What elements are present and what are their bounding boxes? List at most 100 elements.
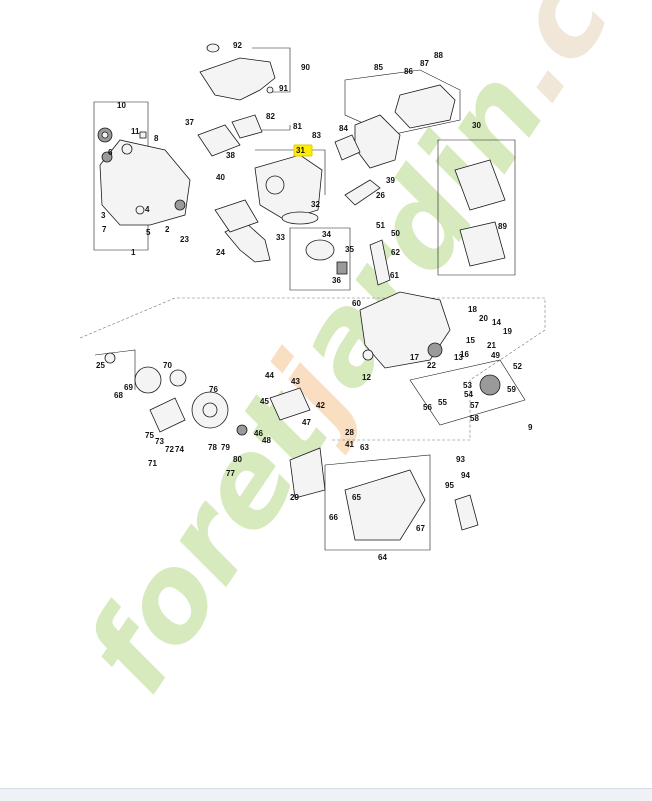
callout-65: 65	[352, 493, 361, 502]
callout-18: 18	[468, 305, 477, 314]
callout-95: 95	[445, 481, 454, 490]
piston	[305, 239, 335, 261]
top-cover-group	[199, 43, 291, 101]
callout-72: 72	[165, 445, 174, 454]
callout-86: 86	[404, 67, 413, 76]
callout-22: 22	[427, 361, 436, 370]
callout-87: 87	[420, 59, 429, 68]
callout-8: 8	[154, 134, 159, 143]
callout-3: 3	[101, 211, 106, 220]
callout-47: 47	[302, 418, 311, 427]
callout-71: 71	[148, 459, 157, 468]
callout-45: 45	[260, 397, 269, 406]
callout-23: 23	[180, 235, 189, 244]
muffler-cover	[394, 84, 456, 129]
top-cover	[199, 57, 276, 101]
callout-83: 83	[312, 131, 321, 140]
chain-tensioner	[344, 179, 381, 206]
callout-5: 5	[146, 228, 151, 237]
callout-25: 25	[96, 361, 105, 370]
callout-82: 82	[266, 112, 275, 121]
callout-9: 9	[528, 423, 533, 432]
callout-34: 34	[322, 230, 331, 239]
brake-band	[269, 387, 311, 421]
callout-12: 12	[362, 373, 371, 382]
callout-20: 20	[479, 314, 488, 323]
callout-14: 14	[492, 318, 501, 327]
cylinder	[254, 154, 323, 221]
callout-24: 24	[216, 248, 225, 257]
callout-85: 85	[374, 63, 383, 72]
section-dashed-outline	[79, 297, 546, 441]
callout-33: 33	[276, 233, 285, 242]
callout-42: 42	[316, 401, 325, 410]
callout-57: 57	[470, 401, 479, 410]
callout-26: 26	[376, 191, 385, 200]
callout-54: 54	[464, 390, 473, 399]
callout-7: 7	[102, 225, 107, 234]
callout-91: 91	[279, 84, 288, 93]
callout-68: 68	[114, 391, 123, 400]
callout-56: 56	[423, 403, 432, 412]
callout-4: 4	[145, 205, 150, 214]
bottom-strip	[0, 788, 652, 801]
callout-40: 40	[216, 173, 225, 182]
gasket-37	[197, 124, 241, 157]
callout-15: 15	[466, 336, 475, 345]
muffler-gasket-group	[437, 139, 516, 276]
callout-76: 76	[209, 385, 218, 394]
engine-housing-group	[359, 291, 451, 369]
callout-62: 62	[391, 248, 400, 257]
callout-94: 94	[461, 471, 470, 480]
callout-93: 93	[456, 455, 465, 464]
callout-78: 78	[208, 443, 217, 452]
sprocket-cover	[344, 469, 426, 541]
callout-70: 70	[163, 361, 172, 370]
callout-79: 79	[221, 443, 230, 452]
callout-44: 44	[265, 371, 274, 380]
callout-38: 38	[226, 151, 235, 160]
callout-11: 11	[131, 127, 140, 136]
chain-catcher	[454, 494, 479, 531]
clutch-drum	[134, 366, 162, 394]
callout-69: 69	[124, 383, 133, 392]
rear-handle	[369, 239, 391, 286]
callout-53: 53	[463, 381, 472, 390]
muffler	[354, 114, 401, 169]
callout-30: 30	[472, 121, 481, 130]
callout-13: 13	[454, 353, 463, 362]
callout-90: 90	[301, 63, 310, 72]
callout-75: 75	[145, 431, 154, 440]
callout-36: 36	[332, 276, 341, 285]
callout-2: 2	[165, 225, 170, 234]
callout-50: 50	[391, 229, 400, 238]
callout-67: 67	[416, 524, 425, 533]
callout-10: 10	[117, 101, 126, 110]
callout-66: 66	[329, 513, 338, 522]
callout-16: 16	[460, 350, 469, 359]
piston-group	[289, 227, 351, 291]
callout-88: 88	[434, 51, 443, 60]
callout-77: 77	[226, 469, 235, 478]
muffler-group	[334, 69, 461, 169]
gasket-89	[459, 221, 506, 267]
callout-43: 43	[291, 377, 300, 386]
callout-46: 46	[254, 429, 263, 438]
callout-61: 61	[390, 271, 399, 280]
sprocket-cover-group	[324, 454, 431, 551]
oil-pump-group	[409, 359, 526, 426]
callout-55: 55	[438, 398, 447, 407]
callout-80: 80	[233, 455, 242, 464]
clutch-group	[94, 349, 187, 433]
callout-64: 64	[378, 553, 387, 562]
callout-41: 41	[345, 440, 354, 449]
callout-17: 17	[410, 353, 419, 362]
callout-73: 73	[155, 437, 164, 446]
callout-81: 81	[293, 122, 302, 131]
callout-29: 29	[290, 493, 299, 502]
highlight-part-31	[293, 144, 313, 157]
callout-labels: 1234567891011121314151617181920212223242…	[96, 41, 533, 562]
callout-1: 1	[131, 248, 136, 257]
callout-89: 89	[498, 222, 507, 231]
